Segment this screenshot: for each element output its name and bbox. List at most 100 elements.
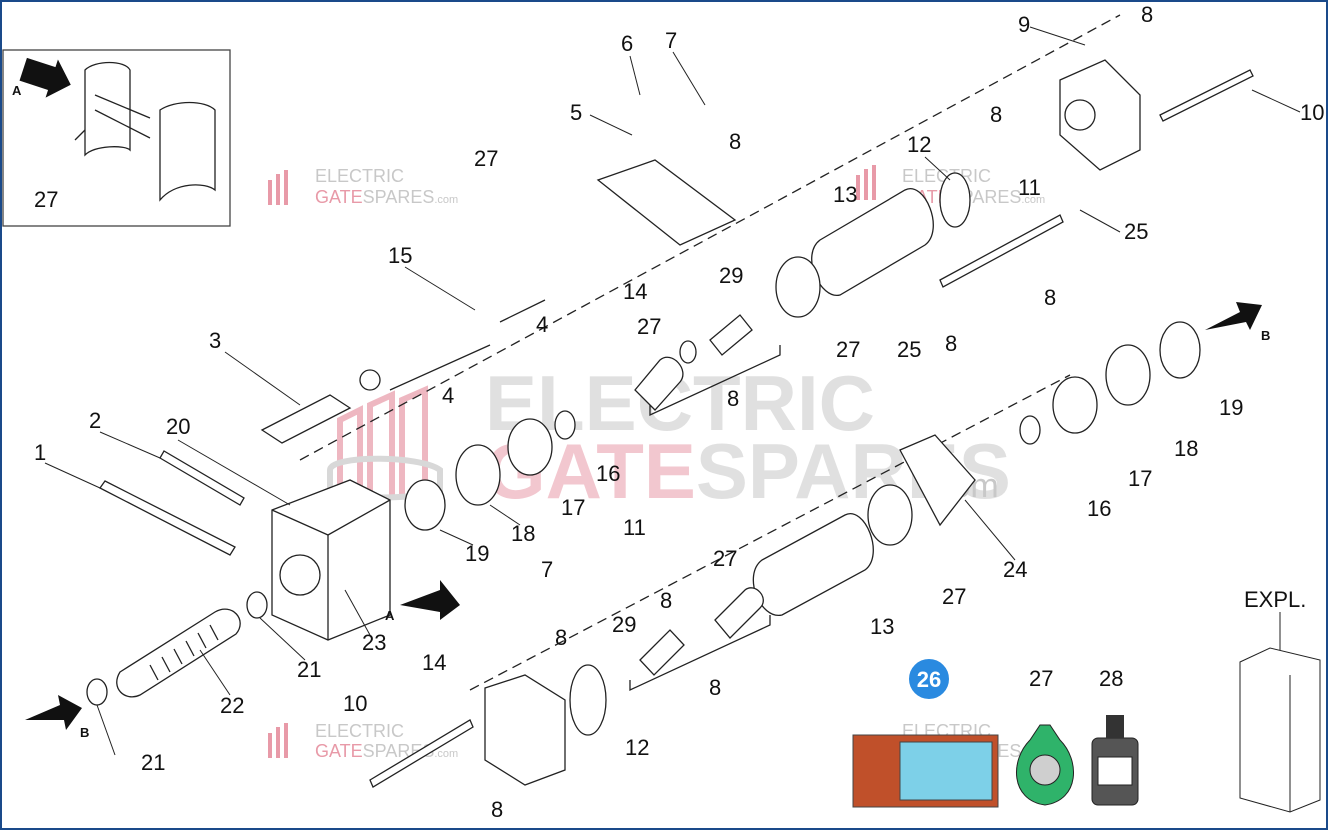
label-27d: 27 — [836, 337, 860, 362]
part-8-rod — [939, 214, 1064, 288]
part-22-ribs — [149, 624, 219, 681]
kit-28-label — [1097, 756, 1133, 786]
part-19-ring-right — [1159, 321, 1201, 379]
part-2-rod — [159, 450, 245, 506]
arrow-b-right-icon — [1205, 302, 1262, 330]
part-labels: 1 2 3 4 4 5 6 7 7 8 8 8 8 8 8 8 8 8 8 9 … — [12, 2, 1324, 822]
label-27a: 27 — [34, 187, 58, 212]
label-6: 6 — [621, 31, 633, 56]
wm-small-1-line2b: SPARES — [363, 187, 435, 207]
part-23-bore — [279, 554, 321, 596]
expl-unit — [1239, 647, 1321, 813]
label-29b: 29 — [612, 612, 636, 637]
bracket-8-lower — [629, 615, 771, 692]
part-18-nut-right — [1105, 344, 1151, 406]
part-16-ring-left — [554, 410, 576, 440]
part-1-rod — [99, 480, 236, 556]
label-13a: 13 — [833, 182, 857, 207]
label-8c: 8 — [990, 102, 1002, 127]
label-3: 3 — [209, 328, 221, 353]
label-7b: 7 — [541, 557, 553, 582]
part-17-seal-right — [1052, 376, 1098, 434]
label-10b: 10 — [343, 691, 367, 716]
label-5: 5 — [570, 100, 582, 125]
label-8d: 8 — [1044, 285, 1056, 310]
label-12b: 12 — [625, 735, 649, 760]
label-13b: 13 — [870, 614, 894, 639]
wm-small-1-suffix: .com — [434, 194, 458, 206]
label-15: 15 — [388, 243, 412, 268]
kit-28-cap — [1106, 715, 1124, 738]
part-23-body — [271, 479, 391, 641]
label-29a: 29 — [719, 263, 743, 288]
label-11b: 11 — [623, 515, 646, 540]
wm-small-1-line2a: GATE — [315, 187, 363, 207]
watermark: ELECTRIC GATESPARES .com ELECTRIC GATESP… — [268, 165, 1045, 761]
part-22-handle — [116, 608, 241, 698]
wm-small-2-line1: ELECTRIC — [902, 166, 991, 186]
label-B-right: B — [1261, 328, 1270, 343]
inset-clamp-half-right — [159, 101, 216, 202]
part-13-cylinder-lower — [752, 513, 874, 616]
inset-screw-1 — [94, 94, 151, 119]
parts — [25, 14, 1262, 788]
wm-small-2-suffix: .com — [1021, 194, 1045, 206]
label-expl: EXPL. — [1244, 587, 1306, 612]
label-27e: 27 — [713, 546, 737, 571]
wm-small-1-line1: ELECTRIC — [315, 166, 404, 186]
label-A-main: A — [385, 608, 395, 623]
label-18a: 18 — [511, 521, 535, 546]
watermark-small-1: ELECTRIC GATESPARES.com — [268, 166, 458, 207]
label-25b: 25 — [897, 337, 921, 362]
bracket-4-lower — [389, 344, 491, 391]
inset-clamp-detail — [2, 49, 231, 227]
label-17b: 17 — [1128, 466, 1152, 491]
part-19-ring-left — [404, 479, 446, 531]
part-10-rod-lower — [369, 719, 474, 788]
kit-26-box-cyan — [899, 741, 993, 801]
label-7a: 7 — [665, 28, 677, 53]
label-26: 26 — [917, 667, 941, 692]
label-27g: 27 — [1029, 666, 1053, 691]
bracket-4-upper — [499, 299, 546, 323]
label-19a: 19 — [465, 541, 489, 566]
part-3-gear — [359, 369, 381, 391]
inset-arrow-a-icon — [19, 57, 71, 98]
axis-upper — [299, 14, 1121, 461]
kit-26-badge — [907, 657, 951, 701]
part-24-gasket — [899, 434, 976, 527]
kits — [852, 612, 1321, 813]
label-8e: 8 — [945, 331, 957, 356]
part-top-block-bore — [1064, 99, 1096, 131]
label-24: 24 — [1003, 557, 1027, 582]
part-10-rod-upper — [1159, 69, 1254, 122]
part-3-board — [260, 394, 352, 444]
label-10a: 10 — [1300, 100, 1324, 125]
label-4b: 4 — [442, 383, 454, 408]
part-27-seal-upper — [775, 256, 821, 318]
part-21-ring-a — [86, 678, 108, 706]
label-8g: 8 — [660, 588, 672, 613]
label-16b: 16 — [1087, 496, 1111, 521]
part-12-oring-upper — [939, 172, 971, 228]
axis-lower — [469, 374, 1071, 691]
part-plate — [596, 159, 737, 246]
label-20: 20 — [166, 414, 190, 439]
part-lower-block — [484, 674, 566, 786]
label-12a: 12 — [907, 132, 931, 157]
label-25a: 25 — [1124, 219, 1148, 244]
label-8i: 8 — [709, 675, 721, 700]
wm-small-3-line2a: GATE — [315, 741, 363, 761]
label-19b: 19 — [1219, 395, 1243, 420]
label-8b: 8 — [1141, 2, 1153, 27]
wm-small-3-suffix: .com — [434, 748, 458, 760]
part-top-block — [1059, 59, 1141, 171]
label-21b: 21 — [297, 657, 321, 682]
part-16-ring-right — [1019, 415, 1041, 445]
label-27b: 27 — [474, 146, 498, 171]
label-8h: 8 — [555, 625, 567, 650]
label-8f: 8 — [727, 386, 739, 411]
label-A-inset: A — [12, 83, 22, 98]
